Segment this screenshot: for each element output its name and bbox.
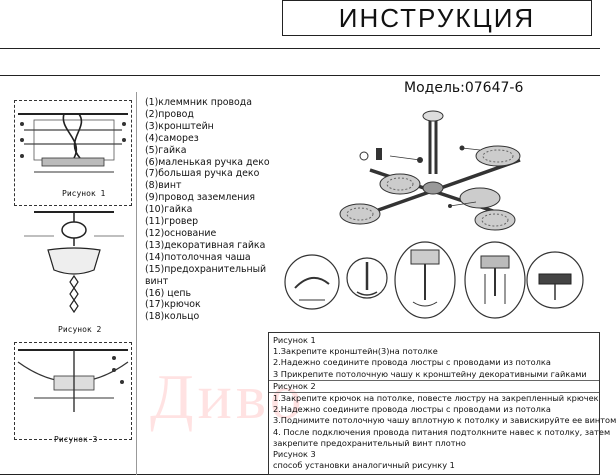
parts-list-item: (1)клеммник провода [145, 97, 253, 108]
instruction-line: 1.Закрепите крючок на потолке, повесте л… [273, 393, 599, 404]
parts-list-item: (8)винт [145, 180, 182, 192]
parts-list: (1)клеммник провода (2)провод (3)кронште… [145, 97, 277, 323]
parts-list-item: (9)провод заземления [145, 192, 255, 204]
instruction-line: закрепите предохранительный винт плотно [273, 437, 466, 448]
parts-list-item: (2)провод [145, 108, 194, 120]
parts-list-item: (15)предохранительный винт [145, 263, 270, 287]
instruction-line: 3.Поднимите потолочную чашу вплотную к п… [273, 415, 616, 426]
header-divider [0, 75, 600, 76]
divider [269, 379, 599, 381]
instruction-line: 2.Надежно соедините провода люстры с про… [273, 404, 551, 415]
figure-2-drawing [24, 211, 124, 314]
parts-list-item: (13)декоративная гайка [145, 239, 266, 251]
instruction-heading: Рисунок 2 [273, 380, 316, 391]
instruction-heading: Рисунок 1 [273, 335, 316, 345]
page-title: ИНСТРУКЦИЯ [282, 0, 592, 36]
parts-list-item: (16) цепь [145, 287, 192, 299]
instruction-line: 1.Закрепите кронштейн(3)на потолке [273, 346, 438, 357]
figures-column [8, 92, 137, 475]
instruction-heading: Рисунок 3 [273, 449, 316, 460]
parts-list-item: (6)маленькая ручка деко [145, 156, 270, 168]
parts-list-item: (4)саморез [145, 132, 199, 144]
parts-list-item: (10)гайка [145, 204, 193, 216]
parts-list-item: (14)потолочная чаша [145, 251, 251, 263]
parts-list-item: (12)основание [145, 227, 217, 239]
figure-2-caption: Рисунок 2 [58, 325, 102, 334]
mounting-details [284, 241, 584, 319]
instruction-line: 3 Прикрепите потолочную чашу к кронштейн… [273, 368, 587, 379]
instruction-line: 4. После подключения провода питания под… [273, 426, 611, 437]
parts-list-item: (3)кронштейн [145, 120, 214, 132]
parts-list-item: (5)гайка [145, 144, 187, 156]
parts-list-item: (18)кольцо [145, 311, 200, 323]
figure-3-caption: Рисунок 3 [54, 435, 98, 444]
parts-list-item: (17)крючок [145, 299, 201, 311]
divider [269, 392, 599, 394]
parts-list-item: (11)гровер [145, 216, 199, 228]
instructions-box: Рисунок 1 1.Закрепите кронштейн(3)на пот… [268, 332, 616, 475]
instruction-line: способ установки аналогичный рисунку 1 [273, 460, 455, 471]
watermark: Диво [150, 361, 306, 432]
model-label: Модель:07647-6 [404, 80, 524, 96]
figure-1-caption: Рисунок 1 [62, 189, 106, 198]
figure-1-drawing [18, 113, 128, 173]
instruction-line: 2.Надежно соедините провода люстры с про… [273, 357, 551, 368]
parts-list-item: (7)большая ручка деко [145, 168, 260, 180]
chandelier-illustration [339, 110, 521, 231]
figure-3-drawing [17, 349, 129, 412]
